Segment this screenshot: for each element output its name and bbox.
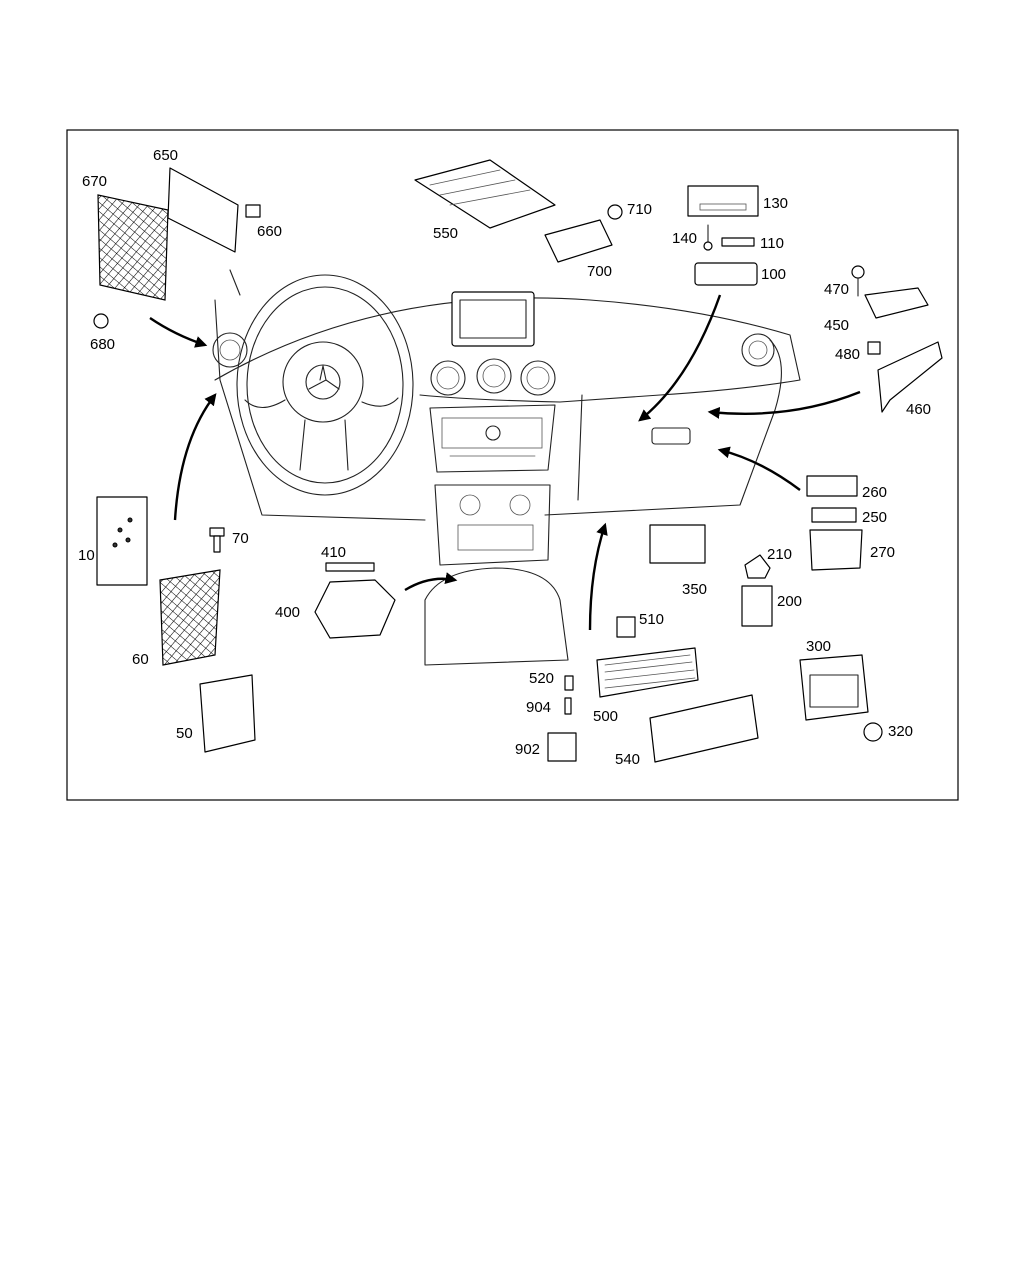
part-650-module <box>167 167 239 253</box>
callout-410: 410 <box>321 544 346 561</box>
callout-904: 904 <box>526 699 551 716</box>
part-110-strip <box>721 237 755 247</box>
callout-902: 902 <box>515 741 540 758</box>
callout-labels: 650 670 660 680 550 710 700 140 130 110 … <box>78 147 931 768</box>
part-260-connector <box>806 475 858 497</box>
part-250-connector <box>811 507 857 523</box>
callout-520: 520 <box>529 670 554 687</box>
part-700-module <box>544 219 613 263</box>
part-550-mat <box>414 159 556 229</box>
callout-60: 60 <box>132 651 149 668</box>
part-210-cap <box>744 554 771 579</box>
part-902-connector <box>547 732 577 762</box>
callout-550: 550 <box>433 225 458 242</box>
part-500-fuse-box <box>596 647 699 698</box>
callout-140: 140 <box>672 230 697 247</box>
callout-480: 480 <box>835 346 860 363</box>
callout-10: 10 <box>78 547 95 564</box>
part-60-bracket <box>159 569 221 666</box>
callout-260: 260 <box>862 484 887 501</box>
part-300-control-unit <box>799 654 869 721</box>
part-680-nut <box>93 313 109 329</box>
callout-540: 540 <box>615 751 640 768</box>
part-460-bracket <box>877 341 943 413</box>
part-140-screw <box>703 224 713 251</box>
part-904-fuse <box>564 697 572 715</box>
part-410-strip <box>325 562 375 572</box>
part-320-nut <box>863 722 883 742</box>
callout-130: 130 <box>763 195 788 212</box>
part-400-control-unit <box>314 579 396 639</box>
part-70-bolt <box>209 527 225 553</box>
callout-680: 680 <box>90 336 115 353</box>
part-10-module <box>96 496 148 586</box>
callout-100: 100 <box>761 266 786 283</box>
arrows <box>149 294 861 631</box>
callout-710: 710 <box>627 201 652 218</box>
callout-650: 650 <box>153 147 178 164</box>
callout-660: 660 <box>257 223 282 240</box>
part-660-screw <box>245 204 261 218</box>
callout-70: 70 <box>232 530 249 547</box>
part-50-control-unit <box>199 674 256 753</box>
callout-460: 460 <box>906 401 931 418</box>
callout-250: 250 <box>862 509 887 526</box>
callout-700: 700 <box>587 263 612 280</box>
part-480-clip <box>867 341 881 355</box>
callout-510: 510 <box>639 611 664 628</box>
part-450-sensor <box>864 287 929 319</box>
part-510-relay <box>616 616 636 638</box>
callout-500: 500 <box>593 708 618 725</box>
part-540-fuse-carrier <box>649 694 759 763</box>
callout-200: 200 <box>777 593 802 610</box>
part-350-module <box>649 524 706 564</box>
callout-320: 320 <box>888 723 913 740</box>
part-100-module <box>694 262 758 286</box>
part-200-relay <box>741 585 773 627</box>
callout-50: 50 <box>176 725 193 742</box>
part-670-mesh-cover <box>97 194 169 301</box>
diagram-frame <box>66 129 959 801</box>
callout-470: 470 <box>824 281 849 298</box>
callout-210: 210 <box>767 546 792 563</box>
part-520-fuse <box>564 675 574 691</box>
callout-300: 300 <box>806 638 831 655</box>
callout-110: 110 <box>760 235 784 252</box>
part-130-panel <box>687 185 759 217</box>
dashboard-illustration <box>212 269 801 666</box>
callout-670: 670 <box>82 173 107 190</box>
callout-270: 270 <box>870 544 895 561</box>
callout-450: 450 <box>824 317 849 334</box>
part-470-screw <box>851 265 865 297</box>
callout-350: 350 <box>682 581 707 598</box>
part-710-nut <box>607 204 623 220</box>
part-270-cover <box>809 529 863 571</box>
callout-400: 400 <box>275 604 300 621</box>
